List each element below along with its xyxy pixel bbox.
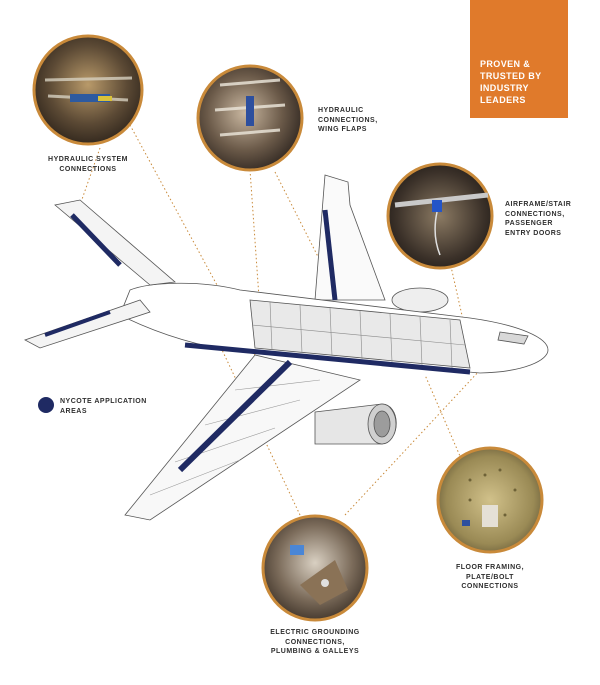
photo-electric-grounding [261,514,369,622]
label-hydraulic-wing-flaps: HYDRAULIC CONNECTIONS, WING FLAPS [318,107,378,133]
badge-line: TRUSTED BY [480,71,542,81]
label-airframe-stair: AIRFRAME/STAIR CONNECTIONS, PASSENGER EN… [505,201,572,237]
legend-label: NYCOTE APPLICATION AREAS [60,398,147,415]
label-electric-grounding: ELECTRIC GROUNDING CONNECTIONS, PLUMBING… [270,629,360,655]
label-floor-framing: FLOOR FRAMING, PLATE/BOLT CONNECTIONS [455,564,525,590]
photo-floor-framing [436,446,544,554]
label-hydraulic-system: HYDRAULIC SYSTEM CONNECTIONS [48,156,128,173]
badge-line: INDUSTRY [480,83,529,93]
aircraft [24,174,549,521]
leader-lines [79,124,481,516]
proven-trusted-badge: PROVEN & TRUSTED BY INDUSTRY LEADERS [470,0,568,118]
badge-line: LEADERS [480,95,526,105]
photo-hydraulic-system [32,34,144,146]
photo-hydraulic-wing-flaps [196,64,304,172]
nycote-legend-swatch [38,397,54,413]
badge-line: PROVEN & [480,59,531,69]
photo-airframe-stair [386,162,494,270]
